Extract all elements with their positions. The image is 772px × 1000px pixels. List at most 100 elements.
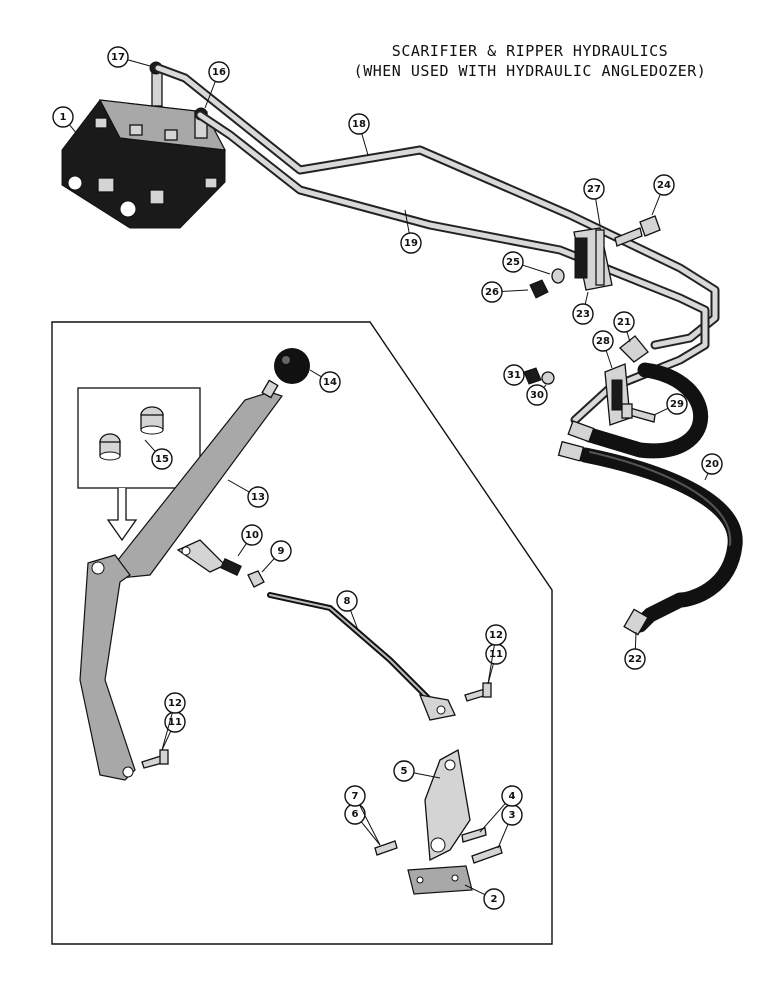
callout-number: 1 — [60, 112, 67, 123]
callout-2: 2 — [464, 884, 505, 910]
yoke-10 — [176, 539, 242, 576]
callout-circle — [336, 590, 358, 612]
callout-number: 18 — [352, 119, 366, 130]
callout-17: 17 — [107, 46, 151, 68]
callout-leader — [204, 81, 216, 109]
callout-29: 29 — [653, 393, 688, 416]
callout-leader — [144, 439, 156, 452]
callout-number: 25 — [506, 257, 520, 268]
callout-number: 3 — [509, 810, 516, 821]
bolt-29 — [621, 403, 656, 423]
callout-leader — [227, 479, 250, 493]
callout-25: 25 — [502, 251, 551, 275]
callout-circle — [241, 524, 263, 546]
callout-number: 23 — [576, 309, 590, 320]
callout-leader — [497, 824, 509, 849]
callout-18: 18 — [348, 113, 370, 156]
hose-20 — [577, 362, 743, 633]
lever-13 — [79, 379, 283, 781]
callout-number: 10 — [245, 530, 259, 541]
callout-number: 26 — [485, 287, 499, 298]
callout-number: 16 — [212, 67, 226, 78]
callout-circle — [481, 281, 503, 303]
callout-number: 6 — [352, 809, 359, 820]
callout-leader — [261, 558, 275, 573]
callout-number: 22 — [628, 654, 642, 665]
callout-circle — [592, 330, 614, 352]
callout-circle — [613, 311, 635, 333]
callout-number: 13 — [251, 492, 265, 503]
bolt-3-4 — [461, 827, 503, 864]
callout-15: 15 — [144, 439, 173, 470]
callout-24: 24 — [651, 174, 675, 216]
callout-circle — [400, 232, 422, 254]
callout-leader — [237, 543, 247, 557]
callout-19: 19 — [400, 209, 422, 254]
callout-leader — [653, 407, 669, 416]
callout-number: 7 — [352, 791, 359, 802]
callout-leader — [69, 124, 79, 136]
callout-circle — [503, 364, 525, 386]
bushing-detail-box — [77, 387, 201, 542]
callout-number: 9 — [278, 546, 285, 557]
nut-26 — [529, 279, 549, 299]
callout-number: 14 — [323, 377, 337, 388]
callout-20: 20 — [701, 453, 723, 481]
callout-12b: 12 — [161, 692, 186, 751]
callout-leader — [309, 369, 322, 378]
callout-5: 5 — [393, 760, 441, 782]
callout-circle — [624, 648, 646, 670]
callout-circle — [666, 393, 688, 415]
callout-31: 31 — [503, 364, 525, 386]
elbow-fitting-21 — [619, 335, 649, 363]
washer-25 — [551, 268, 565, 284]
callout-circle — [485, 624, 507, 646]
bolt-6-7 — [374, 840, 398, 856]
callout-leader — [479, 803, 506, 833]
tube-18 — [153, 63, 720, 350]
callout-27: 27 — [583, 178, 605, 226]
callout-leader — [464, 884, 486, 896]
callout-13: 13 — [227, 479, 269, 508]
callout-number: 11 — [489, 649, 503, 660]
callout-circle — [583, 178, 605, 200]
callout-circle — [344, 785, 366, 807]
callout-leader — [651, 194, 661, 216]
callout-number: 19 — [404, 238, 418, 249]
callout-1: 1 — [52, 106, 79, 136]
callout-number: 29 — [670, 399, 684, 410]
callout-circle — [164, 692, 186, 714]
callout-number: 2 — [491, 894, 498, 905]
callout-11b: 11 — [161, 711, 186, 751]
callout-circle — [526, 384, 548, 406]
callout-circle — [502, 251, 524, 273]
callout-circle — [247, 486, 269, 508]
callout-leader — [404, 209, 410, 234]
callout-circle — [208, 61, 230, 83]
callout-26: 26 — [481, 281, 529, 303]
callout-circle — [701, 453, 723, 475]
callout-leader — [161, 712, 173, 751]
callout-number: 17 — [111, 52, 125, 63]
callout-circle — [572, 303, 594, 325]
diagram-subtitle: (WHEN USED WITH HYDRAULIC ANGLEDOZER) — [353, 62, 707, 80]
callout-leader — [161, 730, 172, 751]
callout-10: 10 — [237, 524, 263, 557]
callout-leader — [595, 198, 601, 226]
callout-3: 3 — [497, 804, 523, 849]
tube-clamp — [573, 227, 613, 291]
callout-8: 8 — [336, 590, 359, 631]
nut-31 — [523, 367, 542, 385]
callout-circle — [501, 785, 523, 807]
callout-number: 12 — [489, 630, 503, 641]
callout-circle — [319, 371, 341, 393]
callout-number: 8 — [344, 596, 351, 607]
callout-circle — [483, 888, 505, 910]
callout-9: 9 — [261, 540, 292, 573]
callout-14: 14 — [309, 369, 341, 393]
callout-circle — [52, 106, 74, 128]
control-valve — [61, 99, 227, 229]
callout-number: 30 — [530, 390, 544, 401]
callout-16: 16 — [204, 61, 230, 109]
callout-circle — [348, 113, 370, 135]
